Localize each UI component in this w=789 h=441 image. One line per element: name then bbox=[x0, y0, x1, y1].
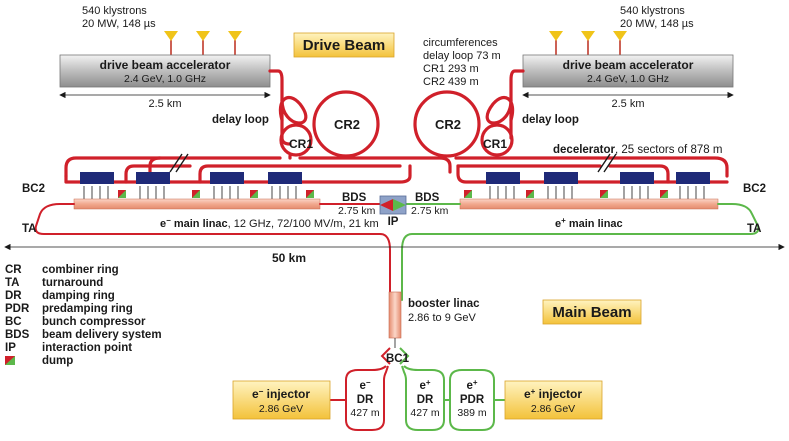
break-marks bbox=[169, 153, 617, 173]
right-accel-title: drive beam accelerator bbox=[563, 58, 694, 72]
electron-injector: e− injector 2.86 GeV bbox=[232, 380, 331, 420]
power-transfer-arrows bbox=[83, 186, 705, 199]
bds-right-len: 2.75 km bbox=[411, 205, 449, 217]
cr2-left-label: CR2 bbox=[334, 117, 360, 132]
positron-beam-line bbox=[399, 203, 760, 301]
delay-loop-left-label: delay loop bbox=[212, 114, 269, 126]
e-injector-label: e− injector bbox=[252, 387, 310, 401]
positron-injector: e+ injector 2.86 GeV bbox=[504, 380, 603, 420]
bc1-junction bbox=[380, 347, 410, 365]
electron-beam-line bbox=[34, 203, 391, 301]
legend-desc-1: turnaround bbox=[42, 277, 103, 289]
p-pdr-sym: e+ bbox=[466, 378, 477, 392]
legend-abbr-0: CR bbox=[5, 264, 22, 276]
bds-right-label: BDS bbox=[415, 192, 440, 204]
decelerator-label: decelerator, 25 sectors of 878 m bbox=[553, 144, 722, 156]
legend-abbr-2: DR bbox=[5, 290, 22, 302]
e-dr-len: 427 m bbox=[350, 407, 379, 419]
legend-dump-icon bbox=[5, 356, 15, 365]
left-drive-beam-accelerator: drive beam accelerator 2.4 GeV, 1.0 GHz bbox=[59, 54, 271, 88]
drive-beam-title: Drive Beam bbox=[303, 37, 386, 54]
legend-abbr-6: IP bbox=[5, 342, 16, 354]
legend-abbr-4: BC bbox=[5, 316, 22, 328]
e-dr-name: DR bbox=[357, 394, 374, 406]
bds-left-len: 2.75 km bbox=[338, 205, 376, 217]
main-beam-title-box: Main Beam bbox=[542, 299, 642, 325]
p-pdr-len: 389 m bbox=[457, 407, 486, 419]
ta-left-label: TA bbox=[22, 223, 36, 235]
right-accel-sub: 2.4 GeV, 1.0 GHz bbox=[587, 73, 669, 85]
legend-abbr-5: BDS bbox=[5, 329, 30, 341]
right-klystrons-line2: 20 MW, 148 µs bbox=[620, 18, 694, 30]
circ-line1: circumferences bbox=[423, 37, 498, 49]
bc2-left-label: BC2 bbox=[22, 183, 45, 195]
legend-abbr-1: TA bbox=[5, 277, 19, 289]
p-dr-sym: e+ bbox=[419, 378, 430, 392]
circ-line3: CR1 293 m bbox=[423, 63, 479, 75]
left-drive-beam-path bbox=[64, 69, 452, 184]
p-dr-name: DR bbox=[417, 394, 434, 406]
left-length-label: 2.5 km bbox=[148, 98, 181, 110]
legend-abbr-3: PDR bbox=[5, 303, 30, 315]
p-dr-len: 427 m bbox=[410, 407, 439, 419]
legend-desc-0: combiner ring bbox=[42, 264, 119, 276]
cr1-right-label: CR1 bbox=[483, 137, 507, 151]
booster-energy: 2.86 to 9 GeV bbox=[408, 312, 477, 324]
ta-right-label: TA bbox=[747, 223, 761, 235]
legend-desc-6: interaction point bbox=[42, 342, 132, 354]
cr2-right-label: CR2 bbox=[435, 117, 461, 132]
legend-desc-3: predamping ring bbox=[42, 303, 133, 315]
delay-loop-right-label: delay loop bbox=[522, 114, 579, 126]
legend-desc-5: beam delivery system bbox=[42, 329, 162, 341]
ip-box[interactable] bbox=[379, 195, 407, 215]
e-injector-energy: 2.86 GeV bbox=[259, 403, 303, 415]
p-injector-energy: 2.86 GeV bbox=[531, 403, 575, 415]
positron-main-linac bbox=[459, 198, 719, 210]
bds-left-label: BDS bbox=[342, 192, 367, 204]
bc1-label: BC1 bbox=[386, 353, 410, 365]
left-pets-blocks bbox=[80, 172, 302, 184]
right-pets-blocks bbox=[486, 172, 710, 184]
booster-label: booster linac bbox=[408, 298, 480, 310]
p-injector-label: e+ injector bbox=[524, 387, 582, 401]
e-dr-sym: e− bbox=[359, 378, 370, 392]
right-length-label: 2.5 km bbox=[611, 98, 644, 110]
circ-line2: delay loop 73 m bbox=[423, 50, 501, 62]
electron-linac-label: e− main linac, 12 GHz, 72/100 MV/m, 21 k… bbox=[160, 216, 379, 230]
right-drive-beam-path bbox=[413, 69, 729, 184]
positron-predamping-ring bbox=[449, 369, 505, 431]
p-pdr-name: PDR bbox=[460, 394, 485, 406]
main-beam-title: Main Beam bbox=[552, 304, 631, 321]
total-length-label: 50 km bbox=[272, 251, 306, 265]
drive-beam-title-box: Drive Beam bbox=[293, 32, 395, 58]
ip-label: IP bbox=[388, 216, 399, 228]
dumps bbox=[118, 190, 668, 198]
booster-linac bbox=[388, 291, 402, 348]
legend: CR combiner ring TA turnaround DR damping r… bbox=[5, 264, 162, 367]
cr1-left-label: CR1 bbox=[289, 137, 313, 151]
legend-desc-7: dump bbox=[42, 355, 73, 367]
right-klystron-antennas bbox=[549, 31, 627, 55]
legend-desc-2: damping ring bbox=[42, 290, 115, 302]
left-klystrons-line2: 20 MW, 148 µs bbox=[82, 18, 156, 30]
left-klystron-antennas bbox=[164, 31, 242, 55]
left-klystrons-line1: 540 klystrons bbox=[82, 5, 147, 17]
positron-linac-label: e+ main linac bbox=[555, 216, 623, 230]
right-klystrons-line1: 540 klystrons bbox=[620, 5, 685, 17]
left-accel-title: drive beam accelerator bbox=[100, 58, 231, 72]
circ-line4: CR2 439 m bbox=[423, 76, 479, 88]
left-accel-sub: 2.4 GeV, 1.0 GHz bbox=[124, 73, 206, 85]
bc2-right-label: BC2 bbox=[743, 183, 766, 195]
legend-desc-4: bunch compressor bbox=[42, 316, 146, 328]
electron-main-linac bbox=[73, 198, 321, 210]
right-drive-beam-accelerator: drive beam accelerator 2.4 GeV, 1.0 GHz bbox=[522, 54, 734, 88]
electron-damping-ring bbox=[345, 365, 389, 431]
